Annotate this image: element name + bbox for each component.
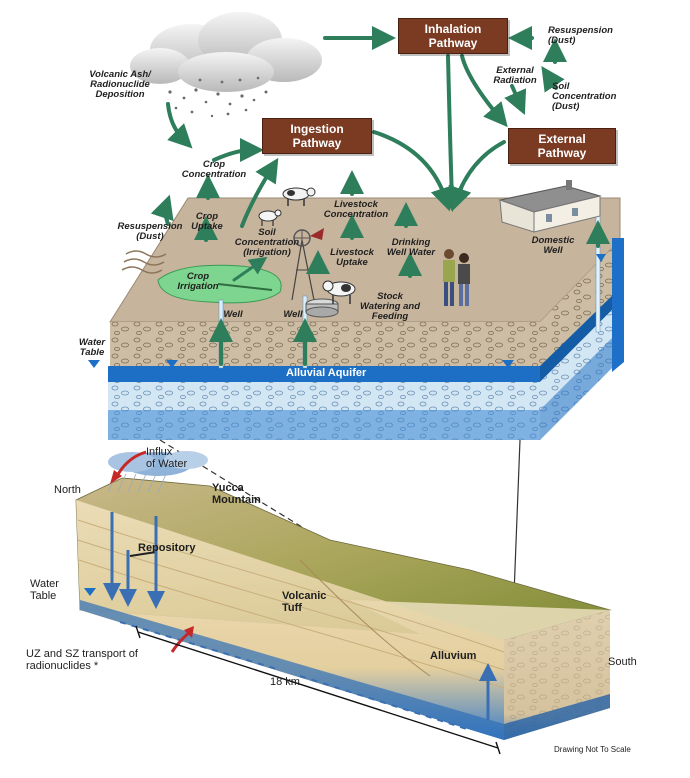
water-tank-icon: [305, 298, 339, 318]
water-table-markers: [88, 254, 606, 368]
yucca-mountain-block: [75, 477, 612, 740]
transport-arrows: [103, 512, 497, 731]
external-radiation-label: External Radiation: [493, 65, 537, 86]
crop-concentration-label: Crop Concentration: [181, 159, 247, 180]
pathway-arrows: [150, 26, 610, 366]
resuspension-top-label: Resuspension (Dust): [548, 25, 613, 46]
rain-cloud-icon: [107, 450, 208, 493]
uz-sz-transport-label: UZ and SZ transport of radionuclides *: [26, 648, 138, 672]
repository-label: Repository: [138, 542, 196, 554]
livestock-concentration-label: Livestock Concentration: [323, 199, 389, 220]
ingestion-pathway-box: Ingestion Pathway: [262, 118, 372, 154]
repository-marker: [129, 551, 157, 557]
well-label-1: Well: [223, 309, 243, 320]
not-to-scale-note: Drawing Not To Scale: [554, 745, 631, 754]
distance-label: 18 km: [270, 676, 300, 688]
domestic-well-label: Domestic Well: [531, 235, 575, 256]
drinking-well-water-label: Drinking Well Water: [386, 237, 436, 258]
stock-watering-label: Stock Watering and Feeding: [360, 291, 420, 322]
yucca-mountain-label: Yucca Mountain: [212, 482, 261, 506]
resuspension-left-label: Resuspension (Dust): [117, 221, 183, 242]
red-transport-arrow-icon: [170, 626, 194, 653]
alluvium-label: Alluvium: [430, 650, 477, 662]
crop-irrigation-label: Crop Irrigation: [177, 271, 219, 292]
resuspension-dust-icon: [121, 250, 167, 274]
people-icon: [443, 249, 470, 306]
soil-concentration-irrigation-label: Soil Concentration (Irrigation): [234, 227, 300, 258]
water-table-marker-lower: [84, 588, 96, 596]
influx-of-water-label: Influx of Water: [146, 446, 188, 470]
livestock-uptake-label: Livestock Uptake: [330, 247, 374, 268]
crop-uptake-label: Crop Uptake: [191, 211, 223, 232]
water-table-lower-label: Water Table: [30, 578, 59, 602]
inhalation-pathway-box: Inhalation Pathway: [398, 18, 508, 54]
distance-scale: [135, 625, 501, 755]
soil-concentration-dust-label: Soil Concentration (Dust): [552, 81, 617, 112]
well-label-2: Well: [283, 309, 303, 320]
external-pathway-box: External Pathway: [508, 128, 616, 164]
volcanic-tuff-label: Volcanic Tuff: [282, 590, 327, 614]
volcanic-ash-label: Volcanic Ash/ Radionuclide Deposition: [89, 69, 151, 100]
house-icon: [498, 180, 602, 233]
cattle-icons: [258, 187, 356, 304]
north-label: North: [54, 484, 81, 496]
alluvial-aquifer-label: Alluvial Aquifer: [286, 367, 367, 379]
water-table-top-label: Water Table: [78, 337, 106, 358]
irrigation-field: [157, 264, 282, 304]
south-label: South: [608, 656, 637, 668]
ash-cloud-icon: [130, 12, 322, 118]
